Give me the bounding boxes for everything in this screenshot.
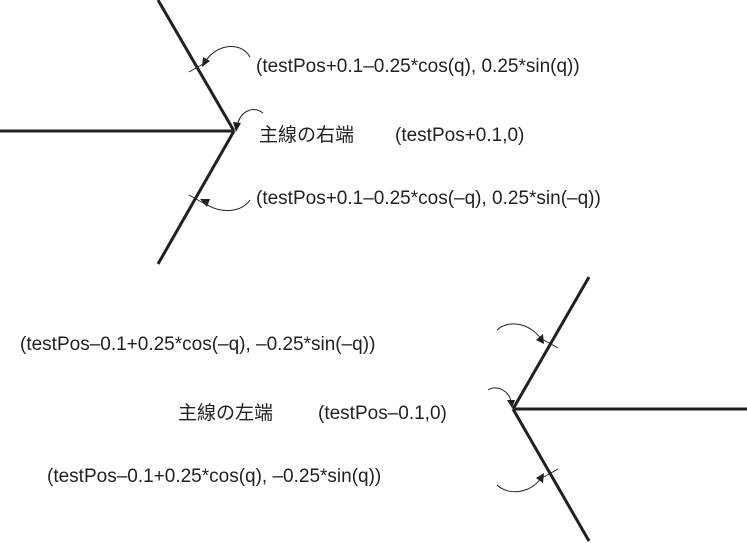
- top-vertex-arrowhead: [233, 122, 241, 132]
- bottom-lower-branch-label: (testPos–0.1+0.25*cos(q), –0.25*sin(q)): [47, 466, 381, 487]
- top-lower-tick: [188, 194, 206, 205]
- top-upper-arrowhead: [202, 57, 210, 67]
- top-upper-arrow: [204, 45, 251, 63]
- top-lower-arrowhead: [200, 199, 210, 207]
- bottom-vertex-label-jp: 主線の左端: [178, 402, 273, 424]
- bottom-vertex-label: (testPos–0.1,0): [318, 403, 447, 424]
- top-lower-branch: [156, 130, 236, 265]
- bottom-upper-branch-label: (testPos–0.1+0.25*cos(–q), –0.25*sin(–q)…: [20, 334, 375, 355]
- bottom-upper-branch: [511, 276, 591, 410]
- bottom-lower-arrowhead: [536, 473, 544, 483]
- top-figure: (testPos+0.1–0.25*cos(q), 0.25*sin(q)) 主…: [0, 0, 601, 265]
- top-upper-branch: [156, 0, 236, 132]
- top-vertex-label-jp: 主線の右端: [259, 124, 354, 146]
- bottom-lower-branch: [511, 408, 591, 542]
- bottom-figure: (testPos–0.1+0.25*cos(–q), –0.25*sin(–q)…: [20, 276, 747, 542]
- top-lower-branch-label: (testPos+0.1–0.25*cos(–q), 0.25*sin(–q)): [256, 188, 601, 209]
- top-lower-arrow: [204, 199, 251, 211]
- bottom-upper-tick: [541, 338, 559, 349]
- bottom-vertex-arrow: [487, 387, 512, 403]
- bottom-upper-arrow: [496, 323, 542, 340]
- top-upper-branch-label: (testPos+0.1–0.25*cos(q), 0.25*sin(q)): [256, 56, 580, 77]
- bottom-lower-arrow: [496, 477, 542, 493]
- bottom-lower-tick: [541, 468, 559, 479]
- top-vertex-label: (testPos+0.1,0): [395, 125, 524, 146]
- bottom-vertex-arrowhead: [507, 400, 515, 408]
- bottom-upper-arrowhead: [536, 334, 544, 344]
